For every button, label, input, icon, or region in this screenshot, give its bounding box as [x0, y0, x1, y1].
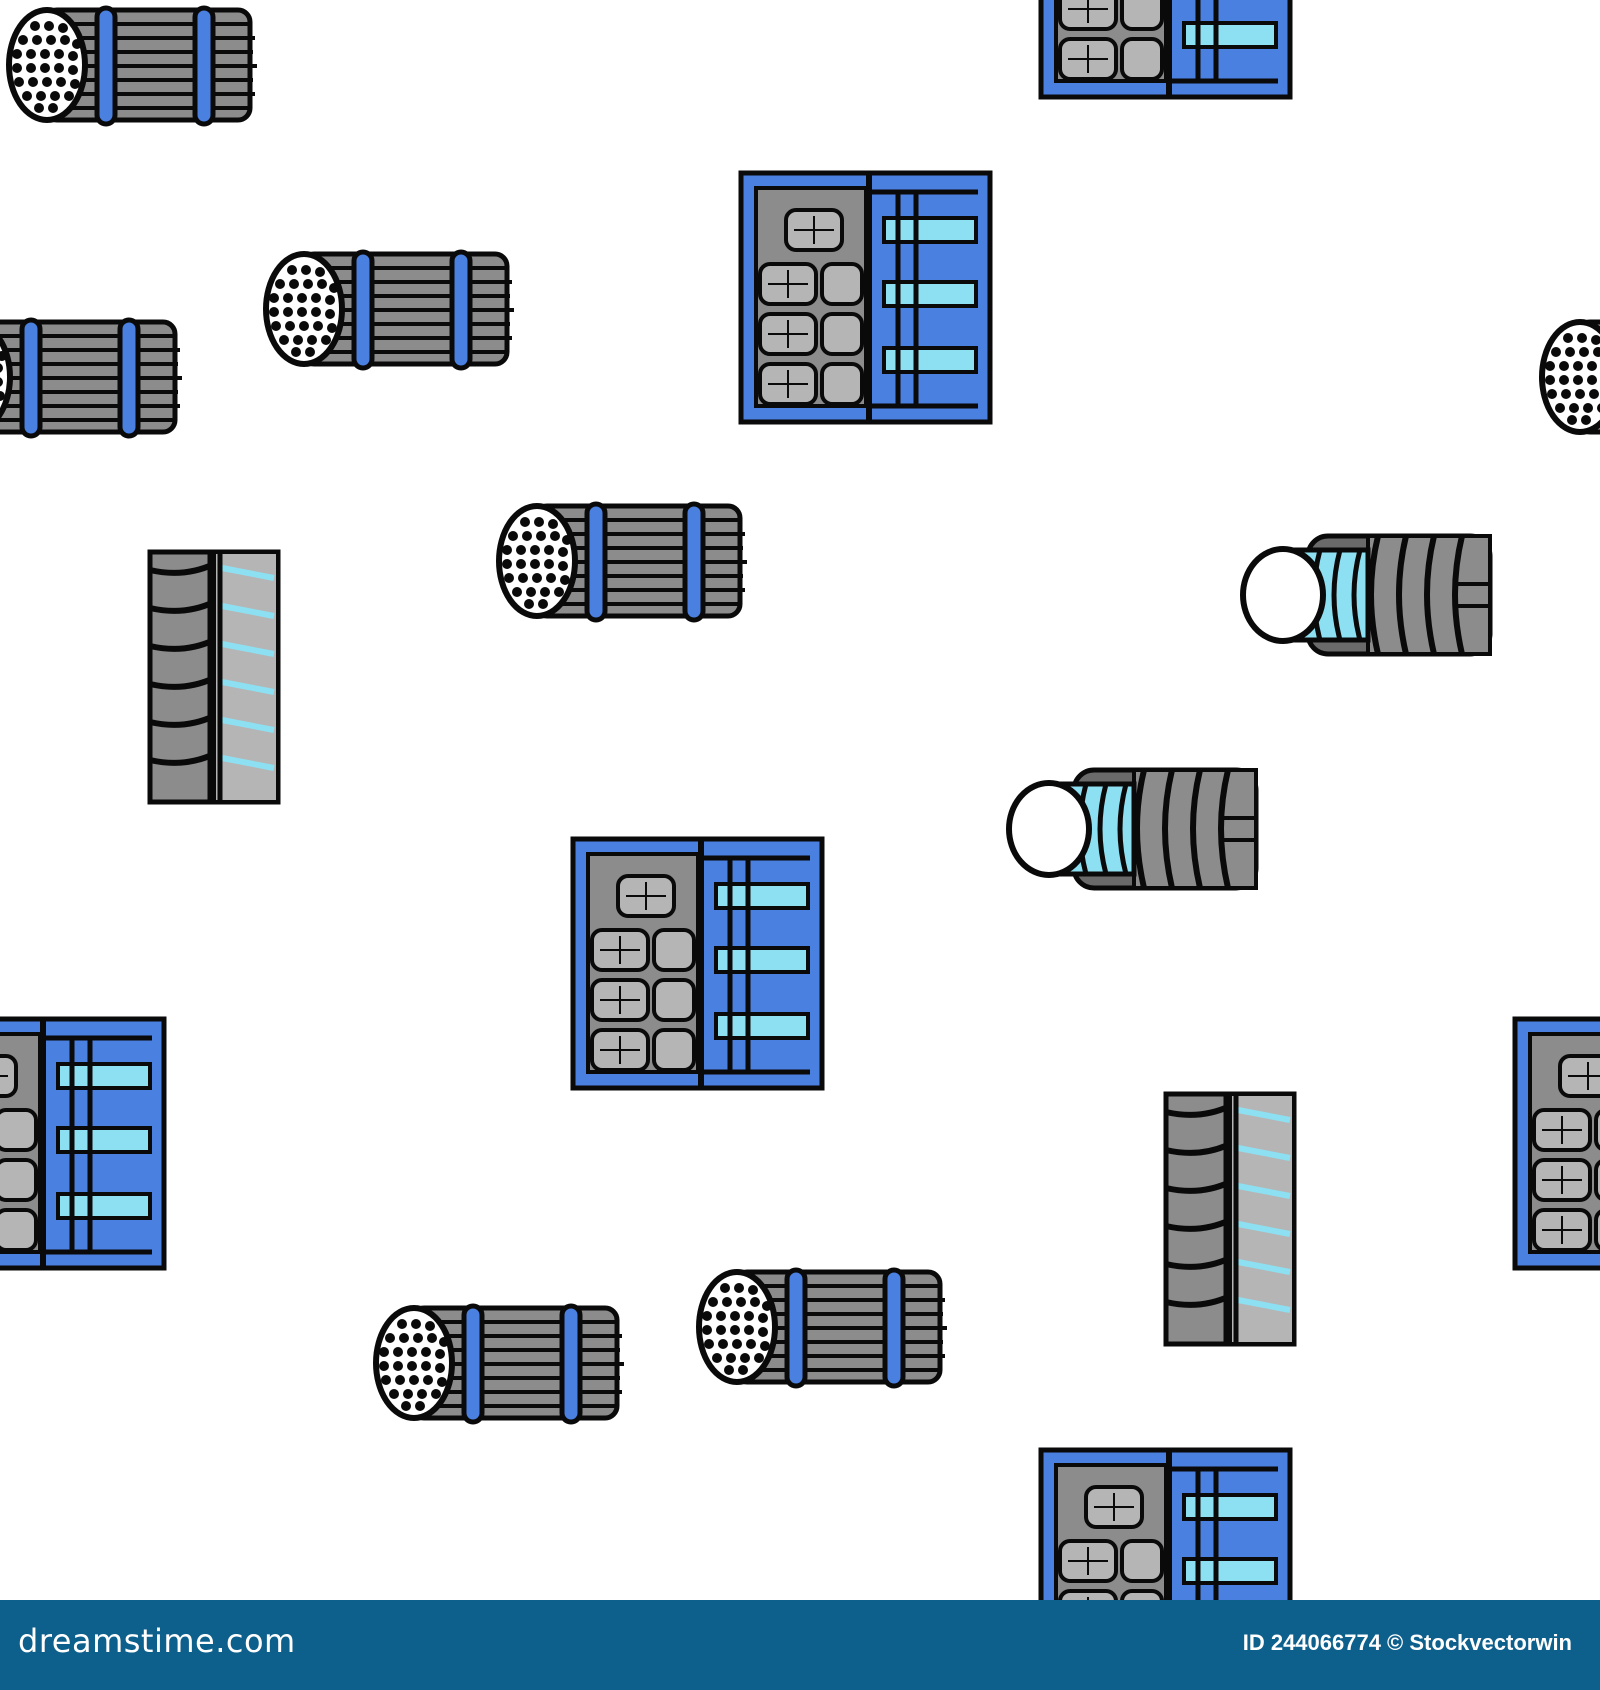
watermark-footer: dreamstime.com ID 244066774 © Stockvecto… — [0, 1600, 1600, 1690]
rebar-bundle-icon — [0, 320, 182, 436]
watermark-logo: dreamstime.com — [18, 1622, 296, 1660]
rebar-package-icon — [1515, 1019, 1600, 1268]
rebar-package-icon — [1041, 0, 1290, 97]
rebar-bundle-icon — [699, 1270, 947, 1386]
rebar-package-icon — [0, 1019, 164, 1268]
rebar-bundle-icon — [1542, 320, 1600, 436]
threaded-rebar-horizontal-icon — [1243, 536, 1490, 654]
rebar-bundle-icon — [376, 1306, 624, 1422]
rebar-seamless-pattern — [0, 0, 1600, 1600]
rebar-bundle-icon — [9, 8, 257, 124]
ribbed-rebar-vertical-icon — [150, 552, 278, 802]
rebar-package-icon — [741, 173, 990, 422]
rebar-package-icon — [1041, 1450, 1290, 1600]
rebar-package-icon — [573, 839, 822, 1088]
threaded-rebar-horizontal-icon — [1009, 770, 1256, 888]
ribbed-rebar-vertical-icon — [1166, 1094, 1294, 1344]
rebar-bundle-icon — [499, 504, 747, 620]
image-id-credit: ID 244066774 © Stockvectorwin — [1242, 1630, 1572, 1655]
rebar-bundle-icon — [266, 252, 514, 368]
